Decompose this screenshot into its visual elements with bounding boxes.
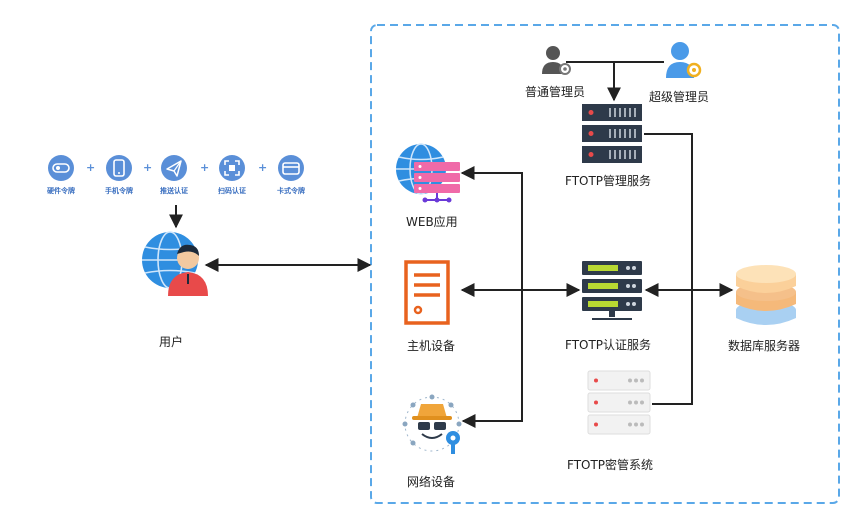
link-mgmt-to-db — [644, 133, 693, 290]
host-device-icon — [404, 260, 450, 325]
qr-scan-icon — [219, 155, 245, 181]
user-label: 用户 — [159, 335, 184, 349]
network-device-icon — [402, 394, 462, 454]
database-icon — [736, 265, 796, 325]
mobile-phone-icon — [106, 155, 132, 181]
link-keysys-to-db — [652, 290, 693, 405]
token-label-push: 推送认证 — [160, 187, 188, 195]
token-icon-group — [48, 155, 304, 181]
network-device-label: 网络设备 — [407, 475, 456, 489]
mgmt-service-label: FTOTP管理服务 — [565, 174, 652, 188]
mgmt-server-icon — [582, 104, 642, 163]
token-separator: + — [143, 161, 153, 174]
token-label-card: 卡式令牌 — [277, 187, 305, 195]
arrow-auth-to-network — [461, 290, 523, 428]
key-system-label: FTOTP密管系统 — [567, 458, 654, 472]
card-icon — [278, 155, 304, 181]
arrow-auth-to-web — [460, 166, 523, 290]
normal-admin-icon — [542, 46, 571, 75]
super-admin-label: 超级管理员 — [649, 90, 710, 104]
auth-service-label: FTOTP认证服务 — [565, 338, 652, 352]
auth-server-icon — [582, 261, 642, 320]
connector-lines — [169, 61, 734, 428]
db-server-label: 数据库服务器 — [728, 339, 801, 353]
token-separator: + — [86, 161, 96, 174]
web-app-label: WEB应用 — [406, 215, 458, 229]
token-separator: + — [258, 161, 268, 174]
token-label-scan: 扫码认证 — [218, 187, 246, 195]
web-app-icon — [396, 143, 460, 203]
key-fob-icon — [48, 155, 74, 181]
super-admin-icon — [666, 42, 702, 78]
token-separator: + — [200, 161, 210, 174]
normal-admin-label: 普通管理员 — [525, 85, 586, 99]
token-label-mobile: 手机令牌 — [105, 187, 133, 195]
paper-plane-icon — [161, 155, 187, 181]
user-icon — [142, 231, 208, 296]
key-system-server-icon — [587, 370, 651, 435]
host-device-label: 主机设备 — [407, 339, 456, 353]
token-label-hardware: 硬件令牌 — [47, 187, 75, 195]
